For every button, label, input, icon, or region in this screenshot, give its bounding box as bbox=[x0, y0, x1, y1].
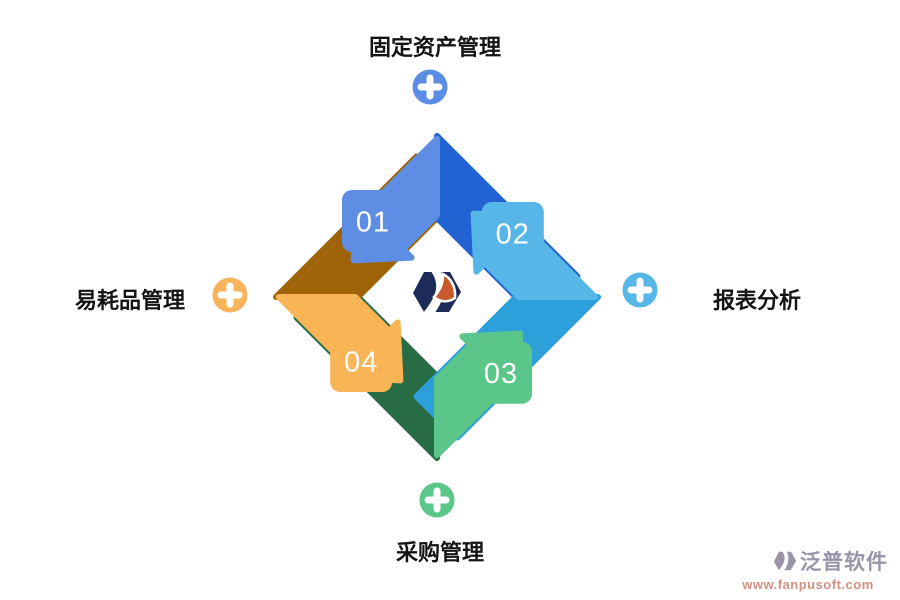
arrow-04-number-plate bbox=[330, 330, 393, 392]
arrow-01-number-plate bbox=[342, 190, 404, 252]
watermark: 泛普软件 www.fanpusoft.com bbox=[728, 546, 888, 592]
fanpu-logo-icon bbox=[413, 270, 461, 314]
plus-icon-bottom[interactable] bbox=[417, 480, 457, 520]
arrow-01-number: 01 bbox=[356, 206, 390, 238]
label-procurement-management: 采购管理 bbox=[395, 540, 485, 565]
watermark-logo-icon bbox=[773, 550, 797, 572]
watermark-brand-text: 泛普软件 bbox=[800, 551, 888, 574]
arrow-03-number-plate bbox=[470, 341, 532, 404]
label-consumables-management: 易耗品管理 bbox=[74, 288, 186, 313]
arrow-02-number: 02 bbox=[496, 218, 530, 250]
label-report-analysis: 报表分析 bbox=[712, 288, 802, 313]
plus-icon-left[interactable] bbox=[210, 275, 250, 315]
label-fixed-asset-management: 固定资产管理 bbox=[368, 35, 502, 60]
arrow-02-number-plate bbox=[481, 202, 544, 264]
plus-icon-right[interactable] bbox=[620, 270, 660, 310]
watermark-url-text: www.fanpusoft.com bbox=[742, 577, 874, 592]
arrow-03-number: 03 bbox=[484, 358, 518, 390]
plus-icon-top[interactable] bbox=[410, 67, 450, 107]
arrow-04-number: 04 bbox=[344, 346, 378, 378]
